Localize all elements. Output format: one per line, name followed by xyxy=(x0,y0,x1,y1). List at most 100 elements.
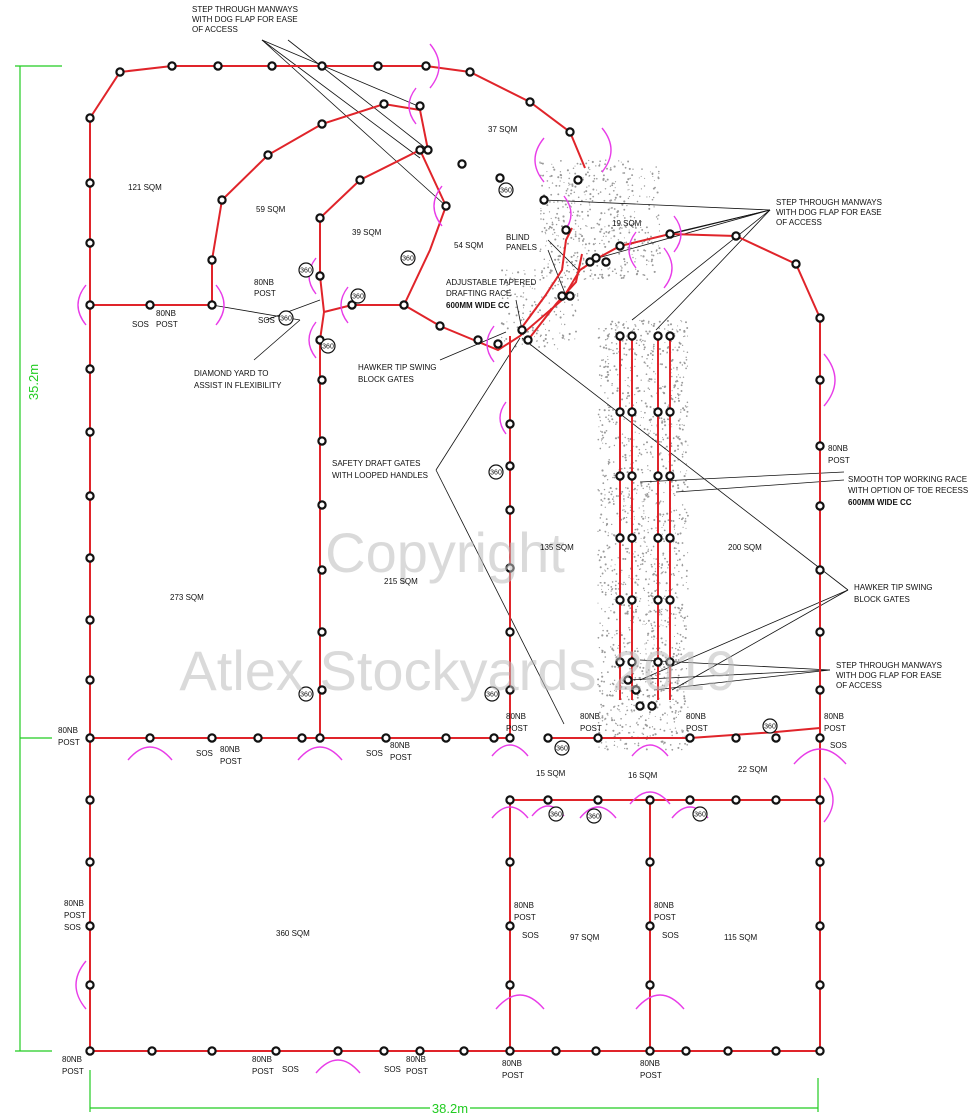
gravel-speck xyxy=(619,724,622,727)
gravel-speck xyxy=(597,488,599,491)
gravel-speck xyxy=(607,534,609,537)
gravel-speck xyxy=(644,411,646,414)
gravel-speck xyxy=(546,204,549,207)
gravel-speck xyxy=(564,274,567,277)
gravel-speck xyxy=(649,380,651,383)
rotating-post-ring xyxy=(548,806,564,822)
gravel-speck xyxy=(670,423,673,425)
gravel-speck xyxy=(637,617,639,619)
gravel-speck xyxy=(641,168,643,170)
gravel-speck xyxy=(627,698,630,701)
gravel-speck xyxy=(598,164,601,167)
gravel-speck xyxy=(605,474,607,477)
gravel-speck xyxy=(604,747,606,750)
gravel-speck xyxy=(605,235,607,237)
gravel-speck xyxy=(617,326,619,328)
gravel-speck xyxy=(607,373,610,376)
gate-swing xyxy=(495,994,545,1010)
fence-post xyxy=(653,657,663,667)
gravel-speck xyxy=(520,319,523,322)
fence-post xyxy=(495,173,505,183)
gravel-speck xyxy=(640,334,642,337)
gravel-speck xyxy=(554,238,557,241)
gravel-speck xyxy=(599,575,602,578)
gravel-speck xyxy=(522,285,525,288)
fence-line xyxy=(669,233,821,319)
fence-post xyxy=(681,1046,691,1056)
gravel-speck xyxy=(672,613,675,616)
gravel-speck xyxy=(559,246,562,248)
gravel-speck xyxy=(623,581,625,584)
gravel-speck xyxy=(650,445,653,448)
gravel-speck xyxy=(661,421,664,424)
gravel-speck xyxy=(611,719,614,722)
gravel-speck xyxy=(639,424,641,426)
gravel-speck xyxy=(620,358,624,361)
leader-line xyxy=(653,669,831,691)
gravel-speck xyxy=(663,418,666,421)
gravel-speck xyxy=(684,335,686,337)
gravel-speck xyxy=(640,563,642,566)
gravel-speck xyxy=(597,438,600,441)
gravel-speck xyxy=(610,226,614,230)
gravel-speck xyxy=(650,563,653,566)
gravel-speck xyxy=(659,718,662,721)
gravel-speck xyxy=(653,638,655,640)
gravel-speck xyxy=(626,471,629,474)
post-tag: POST xyxy=(406,1067,428,1076)
fence-post xyxy=(505,461,515,471)
gravel-speck xyxy=(645,448,647,451)
gravel-speck xyxy=(685,582,687,583)
rotating-post-ring xyxy=(350,288,366,304)
gravel-speck xyxy=(640,568,642,570)
gravel-speck xyxy=(623,418,625,420)
gravel-speck xyxy=(649,171,651,173)
gravel-speck xyxy=(677,397,680,400)
gravel-speck xyxy=(681,344,684,347)
gravel-speck xyxy=(531,326,534,329)
gravel-speck xyxy=(636,583,638,585)
gravel-speck xyxy=(615,495,618,497)
gravel-speck xyxy=(665,656,667,659)
gravel-speck xyxy=(642,322,645,325)
gravel-speck xyxy=(653,621,656,624)
callout-step-manways-right: STEP THROUGH MANWAYS WITH DOG FLAP FOR E… xyxy=(776,198,882,227)
gravel-speck xyxy=(674,532,676,534)
gravel-speck xyxy=(652,647,655,650)
gravel-speck xyxy=(603,581,606,584)
gate-swing xyxy=(601,127,612,173)
gravel-speck xyxy=(621,163,625,166)
gravel-speck xyxy=(676,484,680,487)
gravel-speck xyxy=(666,319,669,322)
gravel-speck xyxy=(575,311,577,313)
gravel-speck xyxy=(605,416,607,419)
gravel-speck xyxy=(641,552,644,555)
gravel-speck xyxy=(557,207,560,210)
gravel-speck xyxy=(634,365,636,368)
callout-step-manways-top: STEP THROUGH MANWAYS WITH DOG FLAP FOR E… xyxy=(192,5,298,34)
gravel-speck xyxy=(674,727,677,729)
gravel-speck xyxy=(634,211,636,213)
gravel-speck xyxy=(660,691,662,693)
sos-tag: SOS xyxy=(662,931,679,940)
gravel-speck xyxy=(599,717,601,720)
gravel-speck xyxy=(567,242,569,245)
callout-line: 600MM WIDE CC xyxy=(446,301,510,310)
gravel-speck xyxy=(673,574,675,576)
gravel-speck xyxy=(658,320,661,323)
gravel-speck xyxy=(645,330,648,333)
fence-post xyxy=(271,1046,281,1056)
gravel-speck xyxy=(658,647,661,650)
gravel-speck xyxy=(652,324,655,327)
gravel-speck xyxy=(607,358,609,361)
fence-post xyxy=(731,795,741,805)
gravel-speck xyxy=(576,257,578,259)
gravel-speck xyxy=(562,206,564,208)
gravel-speck xyxy=(579,163,582,166)
gravel-speck xyxy=(666,560,669,563)
post-tag: 80NB xyxy=(406,1055,426,1064)
gravel-speck xyxy=(616,387,619,390)
gravel-speck xyxy=(551,182,554,184)
callout-line: BLIND xyxy=(506,233,530,242)
gravel-speck xyxy=(614,181,617,183)
